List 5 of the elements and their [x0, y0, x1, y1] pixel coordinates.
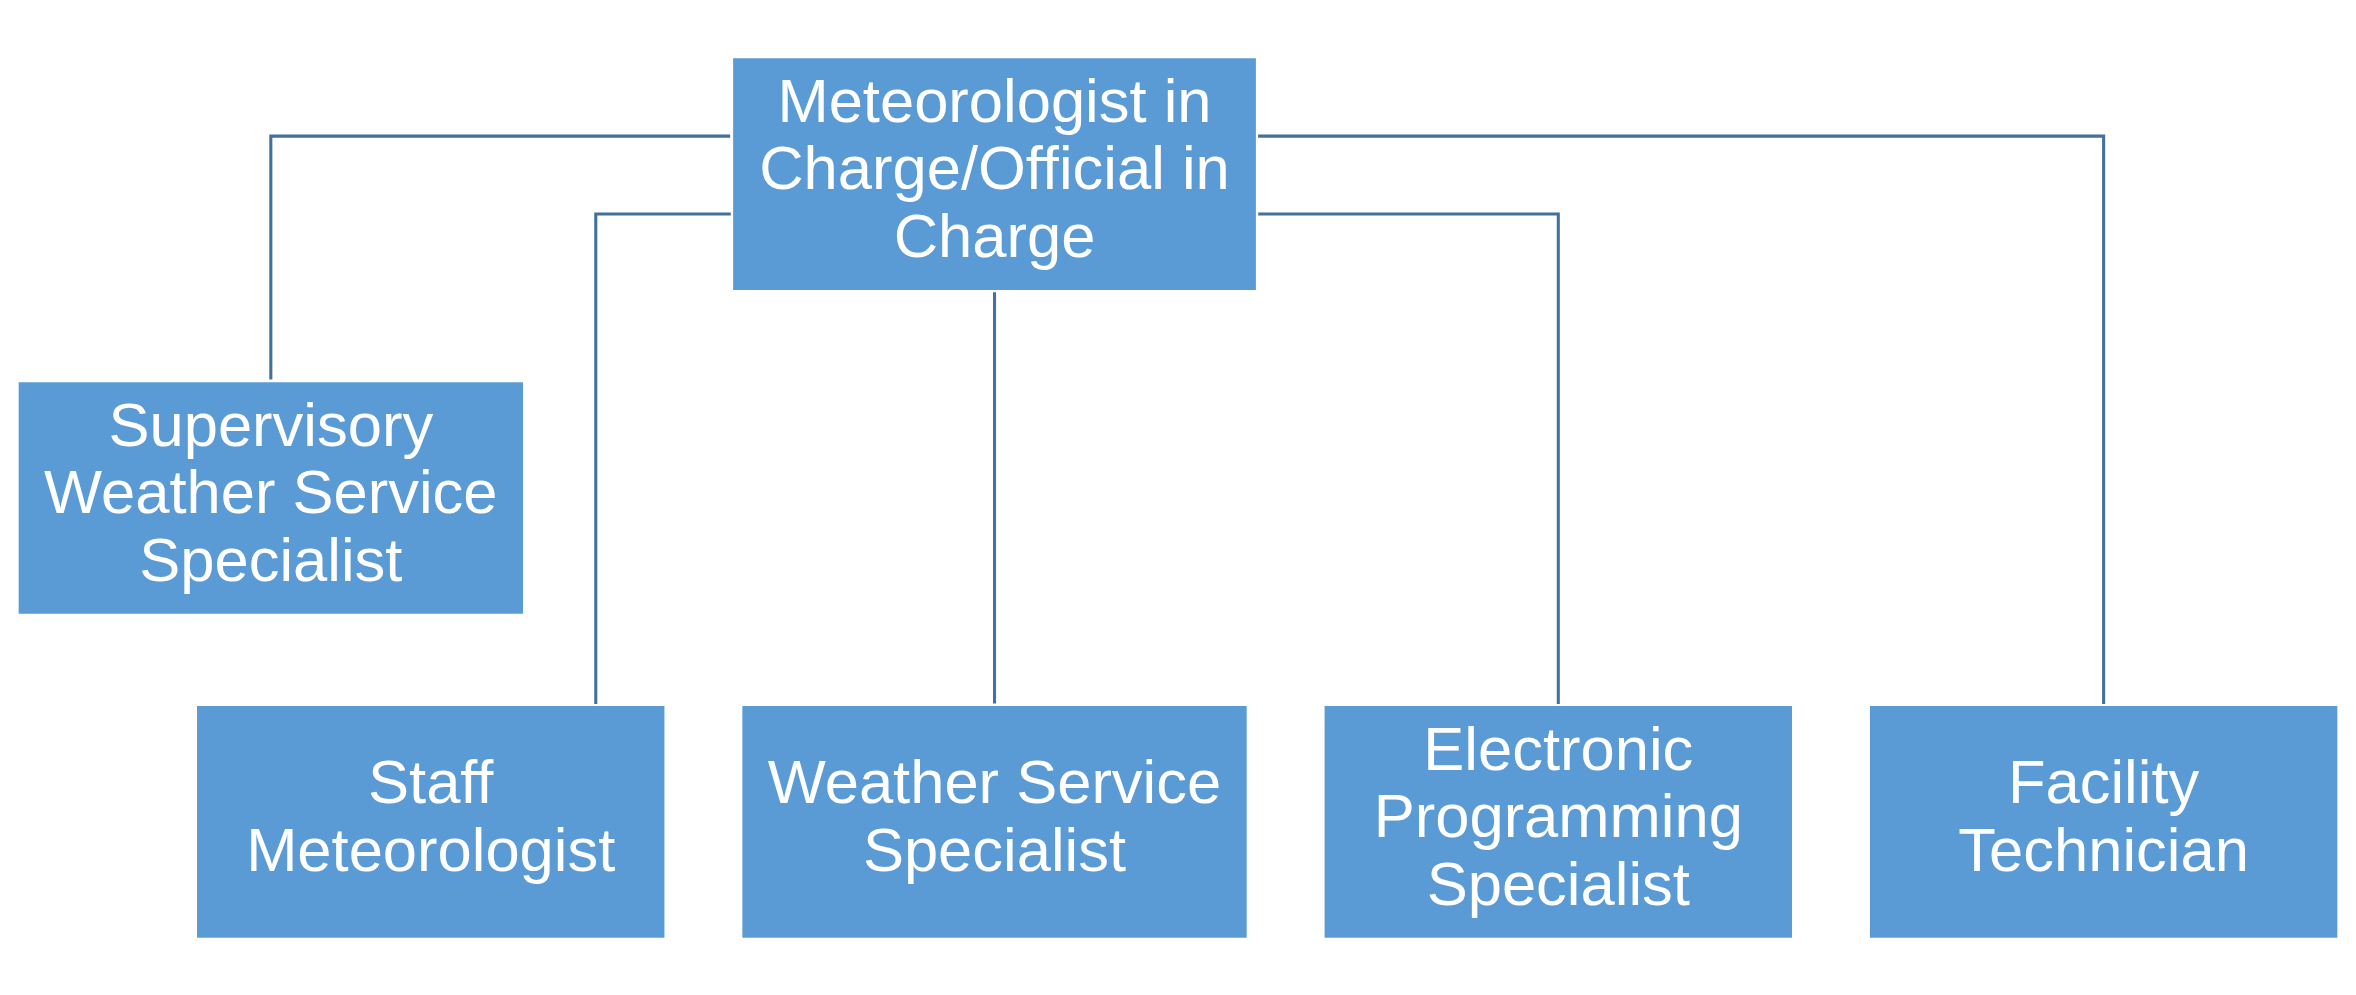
connector	[992, 291, 997, 704]
connector	[594, 212, 731, 704]
connector	[1258, 134, 2106, 704]
connector	[269, 134, 731, 379]
connector	[1258, 212, 1560, 704]
